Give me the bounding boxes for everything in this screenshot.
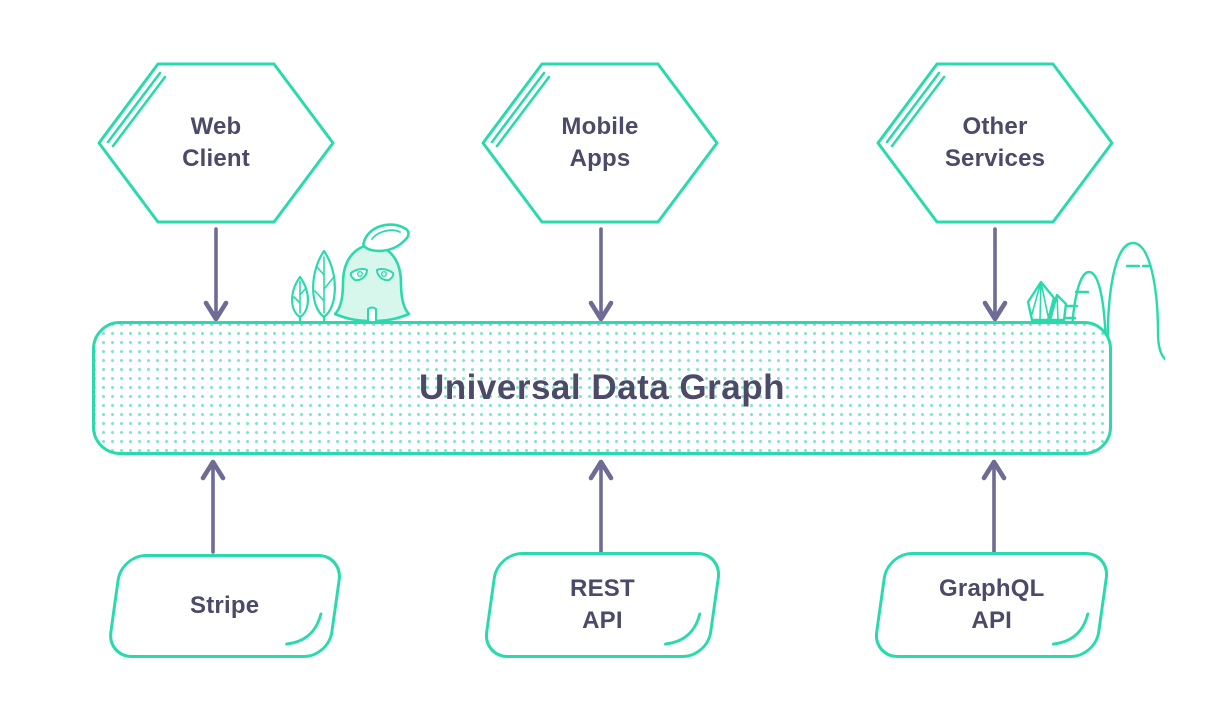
hexagon-shape-icon bbox=[481, 62, 719, 224]
arrow-up-icon bbox=[199, 458, 227, 554]
arrow-up-icon bbox=[980, 458, 1008, 554]
node-label: GraphQL API bbox=[938, 575, 1045, 634]
arrow-down-icon bbox=[587, 227, 615, 323]
ghost-mascot-icon bbox=[278, 217, 418, 324]
universal-data-graph-bar: Universal Data Graph bbox=[92, 321, 1112, 455]
node-other-services: Other Services bbox=[875, 60, 1115, 226]
hexagon-shape-icon bbox=[876, 62, 1114, 224]
node-stripe: Stripe bbox=[105, 554, 345, 658]
bar-title: Universal Data Graph bbox=[419, 368, 785, 407]
node-graphql-api: GraphQL API bbox=[871, 552, 1112, 658]
node-label: REST API bbox=[570, 575, 635, 634]
corner-swoosh-icon bbox=[285, 612, 323, 646]
corner-swoosh-icon bbox=[1052, 612, 1090, 646]
node-label: Web Client bbox=[182, 113, 250, 172]
arrow-up-icon bbox=[587, 458, 615, 554]
node-label: Stripe bbox=[190, 592, 260, 620]
hexagon-shape-icon bbox=[97, 62, 335, 224]
arrow-down-icon bbox=[981, 227, 1009, 323]
node-label: Other Services bbox=[944, 113, 1046, 172]
node-mobile-apps: Mobile Apps bbox=[480, 60, 720, 226]
node-rest-api: REST API bbox=[481, 552, 724, 658]
node-label: Mobile Apps bbox=[561, 113, 639, 172]
arrow-down-icon bbox=[202, 227, 230, 323]
node-web-client: Web Client bbox=[96, 60, 336, 226]
crystals-icon bbox=[1026, 280, 1068, 322]
corner-swoosh-icon bbox=[664, 612, 702, 646]
plant-leaves-icon bbox=[291, 249, 336, 324]
